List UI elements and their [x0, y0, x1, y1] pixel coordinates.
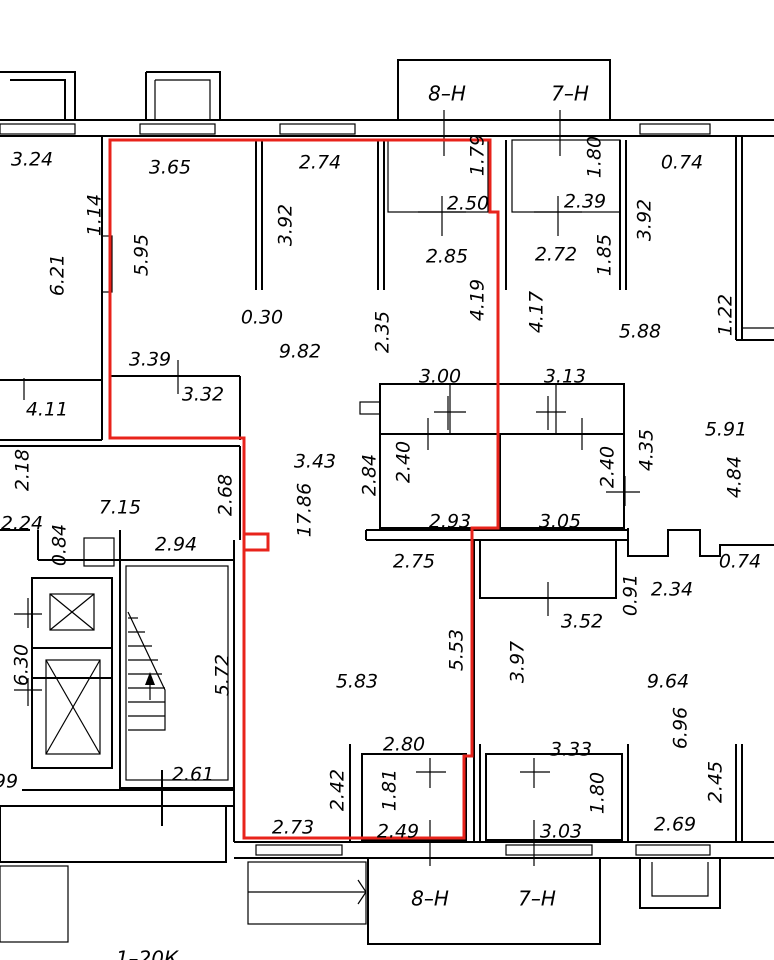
dimension-label-a63: 1.80 — [587, 772, 609, 814]
dimension-label-a57: 2.80 — [383, 734, 425, 756]
staircase-steps — [127, 611, 166, 731]
dimension-label-a42: 2.24 — [1, 513, 43, 535]
dimension-label-a22: 9.82 — [279, 341, 321, 363]
section-label-m3: 8–Н — [411, 887, 449, 911]
dimension-label-a25: 3.32 — [182, 384, 224, 406]
dimension-label-a28: 4.11 — [26, 399, 68, 421]
dimension-label-a46: 0.74 — [719, 551, 761, 573]
section-labels: 8–Н 7–Н 8–Н 7–Н 1–20К — [116, 82, 589, 960]
dimension-label-a33: 2.40 — [597, 446, 619, 488]
dimension-label-a19: 5.88 — [619, 321, 661, 343]
dimension-label-a2: 3.65 — [149, 157, 191, 179]
dimension-label-a9: 1.14 — [84, 194, 106, 236]
dimension-label-a39: 17.86 — [294, 483, 316, 537]
dimension-label-a45: 2.75 — [393, 551, 435, 573]
selected-apartment-outline[interactable] — [108, 138, 500, 840]
dimension-label-a18: 4.17 — [526, 291, 548, 333]
dimension-label-a8: 0.74 — [661, 152, 703, 174]
section-label-m2: 7–Н — [551, 82, 589, 106]
dimension-label-a41: 3.05 — [539, 511, 581, 533]
dimension-label-a4: 1.79 — [467, 134, 489, 176]
dimension-label-a62: 1.81 — [379, 769, 401, 811]
dimension-label-a24: 3.39 — [129, 349, 171, 371]
dimension-label-a48: 0.91 — [620, 574, 642, 616]
section-label-m5: 1–20К — [116, 947, 179, 960]
dimension-label-a26: 3.00 — [419, 366, 461, 388]
dimension-label-a54: 5.83 — [336, 671, 378, 693]
dimension-label-a58: 3.33 — [550, 739, 592, 761]
dimension-label-a30: 4.35 — [636, 429, 658, 471]
dimension-label-a55: 9.64 — [647, 671, 689, 693]
dimension-label-a12: 2.85 — [426, 246, 468, 268]
dimension-label-a61: 2.42 — [327, 769, 349, 811]
dimension-label-a29: 5.91 — [705, 419, 747, 441]
dimension-label-a49: 3.52 — [561, 611, 603, 633]
dimension-label-a32: 2.40 — [393, 441, 415, 483]
dimension-label-a67: 3.03 — [540, 821, 582, 843]
dimension-label-a40: 2.93 — [429, 511, 471, 533]
dimension-label-a37: 2.68 — [215, 474, 237, 516]
dimension-label-a51: 3.97 — [507, 641, 529, 683]
dimension-label-a43: 0.84 — [49, 524, 71, 566]
dimension-label-a6: 1.80 — [584, 136, 606, 178]
dimension-label-a16: 6.21 — [47, 254, 69, 296]
dimension-label-a17: 4.19 — [467, 279, 489, 321]
dimension-label-a31: 3.43 — [294, 451, 336, 473]
dimension-label-a23: 2.35 — [372, 311, 394, 353]
dimension-label-a1: 3.24 — [11, 149, 53, 171]
dimension-label-a35: 4.84 — [724, 456, 746, 498]
dimension-label-a14: 1.85 — [594, 234, 616, 276]
dimension-label-a20: 1.22 — [715, 294, 737, 336]
dimension-label-a47: 2.34 — [651, 579, 693, 601]
dimension-label-a27: 3.13 — [544, 366, 586, 388]
dimension-label-a56: 6.96 — [670, 707, 692, 749]
dimension-label-a66: 2.49 — [377, 821, 419, 843]
section-marks — [14, 110, 640, 905]
dimension-label-a10: 5.95 — [131, 234, 153, 276]
dimension-label-a11: 3.92 — [275, 204, 297, 246]
dimension-label-a21: 0.30 — [241, 307, 283, 329]
dimension-label-a68: 2.69 — [654, 814, 696, 836]
dimension-label-a60: 99 — [0, 771, 18, 793]
dimension-label-a36: 2.84 — [359, 454, 381, 496]
dimension-label-a44: 2.94 — [155, 534, 197, 556]
dimension-label-a50: 5.53 — [446, 629, 468, 671]
dimension-label-a3: 2.74 — [299, 152, 341, 174]
dimension-label-a7: 2.39 — [564, 191, 606, 213]
dimension-label-a34: 2.18 — [12, 449, 34, 491]
dimension-label-a52: 6.30 — [11, 644, 33, 686]
dimension-label-a13: 2.72 — [535, 244, 577, 266]
section-label-m1: 8–Н — [428, 82, 466, 106]
dimension-label-a53: 5.72 — [212, 654, 234, 696]
dimension-label-a38: 7.15 — [99, 497, 141, 519]
section-label-m4: 7–Н — [518, 887, 556, 911]
dimension-label-a64: 2.45 — [705, 761, 727, 803]
dimension-labels: 3.24 3.65 2.74 1.79 2.50 1.80 2.39 0.74 1.14 5.95… — [0, 134, 761, 843]
dimension-label-a59: 2.61 — [172, 764, 214, 786]
dimension-label-a65: 2.73 — [272, 817, 314, 839]
dimension-label-a5: 2.50 — [447, 193, 489, 215]
dimension-label-a15: 3.92 — [634, 199, 656, 241]
